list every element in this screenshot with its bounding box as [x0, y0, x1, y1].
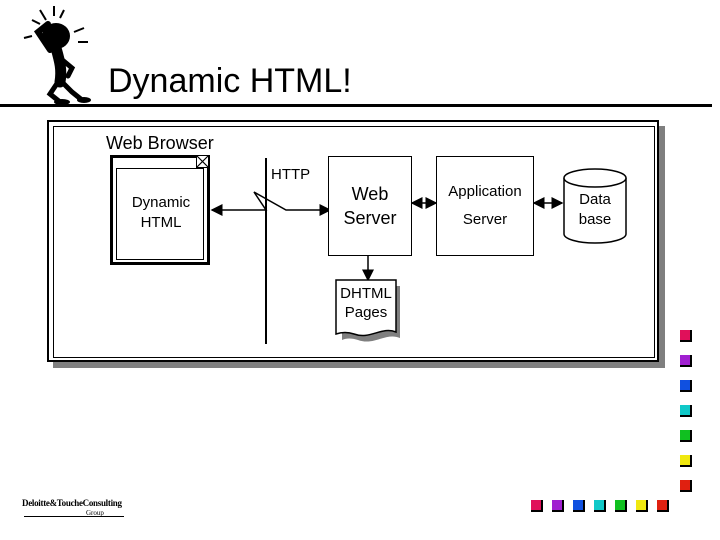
company-logo-subtext: Group [86, 509, 104, 517]
database-label: Data base [563, 190, 627, 230]
color-square [552, 500, 564, 512]
color-square [657, 500, 669, 512]
browser-content-area [116, 168, 204, 260]
web-server-label-line1: Web [351, 184, 389, 204]
color-square [680, 430, 692, 442]
browser-window [110, 155, 210, 265]
color-square [573, 500, 585, 512]
color-square [680, 455, 692, 467]
web-server-label-line2: Server [343, 208, 397, 228]
dhtml-pages-label: DHTML Pages [334, 284, 398, 322]
color-square [531, 500, 543, 512]
color-square [636, 500, 648, 512]
database-label-line1: Data [579, 191, 611, 208]
application-server-label-line2: Server [462, 211, 508, 228]
thinking-figure-icon [23, 6, 91, 105]
color-square [680, 330, 692, 342]
http-label: HTTP [271, 166, 311, 183]
slide-title: Dynamic HTML! [108, 62, 352, 100]
title-divider [0, 104, 712, 107]
color-square [594, 500, 606, 512]
dynamic-html-label: Dynamic HTML [116, 193, 206, 233]
color-square [680, 380, 692, 392]
web-server-box: Web Server [328, 156, 412, 256]
dhtml-pages-label-line1: DHTML [340, 285, 392, 302]
footer-rule [24, 516, 124, 517]
dynamic-html-label-line2: HTML [140, 214, 182, 231]
application-server-box: Application Server [436, 156, 534, 256]
database-label-line2: base [578, 211, 612, 228]
document-stack-icon [335, 279, 400, 342]
diagram-panel-inner-border [53, 126, 655, 358]
company-logo-text: Deloitte&ToucheConsulting [22, 498, 122, 508]
close-icon [196, 155, 209, 168]
application-server-label-line1: Application [448, 183, 522, 200]
web-browser-label: Web Browser [106, 133, 214, 153]
database-cylinder-icon [563, 168, 627, 244]
color-square [680, 405, 692, 417]
color-square [615, 500, 627, 512]
color-square [680, 480, 692, 492]
color-square [680, 355, 692, 367]
dhtml-pages-label-line2: Pages [344, 304, 388, 321]
dynamic-html-label-line1: Dynamic [131, 194, 191, 211]
